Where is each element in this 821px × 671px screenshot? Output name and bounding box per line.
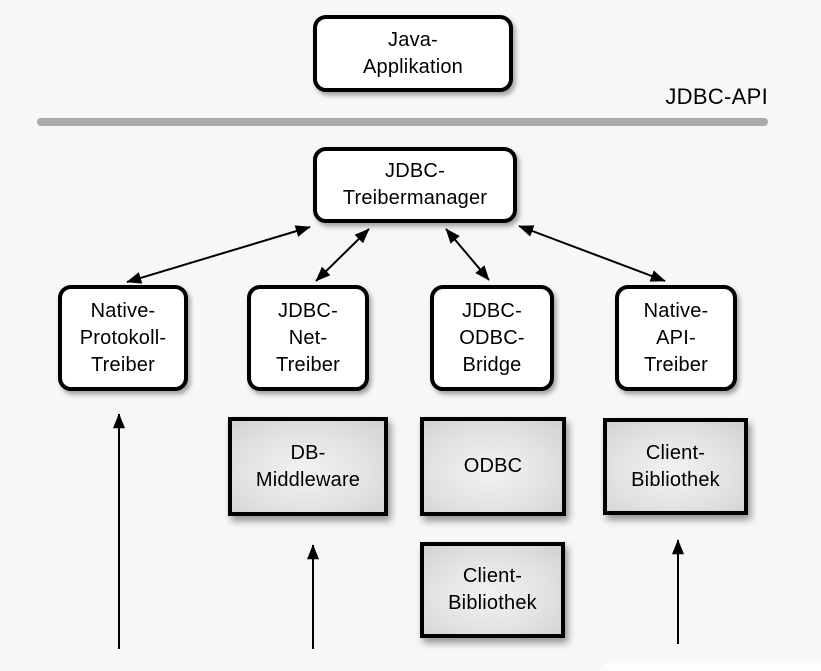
node-client-bibliothek-bottom: Client- Bibliothek [420,542,565,638]
node-label-line: Native- [90,299,156,322]
node-label-line: Client- [645,441,706,464]
node-native-protokoll-treiber: Native- Protokoll- Treiber [58,285,188,391]
node-label-line: Middleware [255,468,361,491]
node-client-bibliothek-right: Client- Bibliothek [603,418,748,515]
node-label-line: Treiber [643,353,708,376]
node-label-line: JDBC- [278,299,338,322]
node-label-line: JDBC- [462,299,522,322]
node-label-line: Treiber [275,353,340,376]
node-label-line: Native- [643,299,709,322]
node-label-line: Net- [288,326,328,349]
node-label-line: Client- [462,565,523,587]
node-label-line: Treibermanager [342,187,488,209]
node-label-line: Protokoll- [79,326,167,349]
node-native-api-treiber: Native- API- Treiber [615,285,737,391]
node-java-applikation: Java- Applikation [313,15,513,92]
cutoff-box-edge [600,663,821,671]
node-jdbc-net-treiber: JDBC- Net- Treiber [247,285,369,391]
jdbc-api-label: JDBC-API [665,84,768,109]
node-label-line: DB- [290,441,326,464]
node-label-line: Treiber [90,353,155,376]
node-label-line: ODBC- [459,326,525,349]
jdbc-api-divider-line [37,118,768,126]
node-odbc: ODBC [420,417,566,516]
arrow-treibermanager-native-protokoll [126,225,311,284]
node-label-line: Bibliothek [631,468,720,491]
node-label-line: JDBC- [385,160,445,182]
arrow-treibermanager-jdbc-odbc [445,228,490,281]
node-label-line: Bridge [462,353,522,376]
node-label-line: ODBC [463,455,523,477]
node-label-line: Java- [388,28,438,51]
node-label-line: API- [656,326,696,349]
node-db-middleware: DB- Middleware [228,417,388,516]
arrow-treibermanager-native-api [518,225,666,282]
arrow-treibermanager-jdbc-net [315,228,370,282]
node-label-line: Applikation [362,55,464,78]
node-jdbc-odbc-bridge: JDBC- ODBC- Bridge [430,285,554,391]
node-jdbc-treibermanager: JDBC- Treibermanager [313,147,517,223]
node-label-line: Bibliothek [448,592,537,614]
